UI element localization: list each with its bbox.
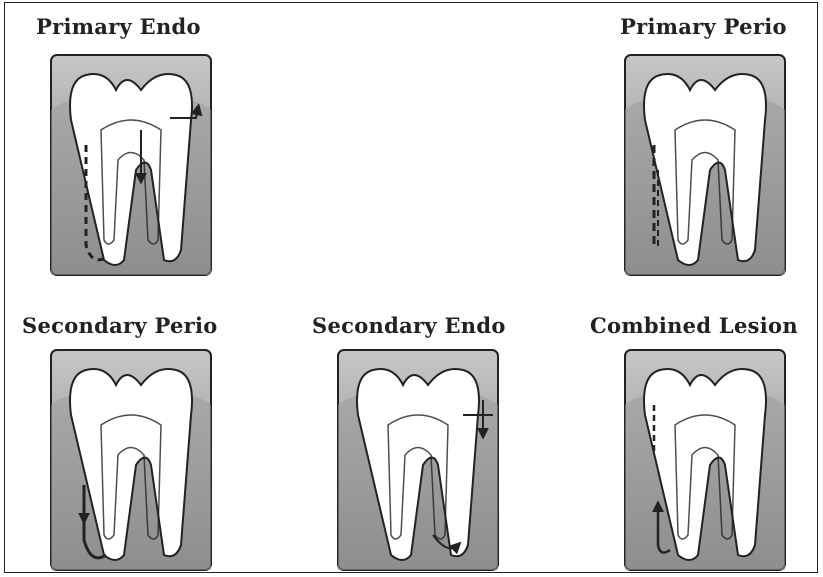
label-primary-perio: Primary Perio xyxy=(620,14,787,39)
panel-secondary-perio xyxy=(46,345,216,575)
panel-combined-lesion xyxy=(620,345,790,575)
panel-secondary-endo xyxy=(333,345,503,575)
label-combined-lesion: Combined Lesion xyxy=(590,313,798,338)
label-secondary-perio: Secondary Perio xyxy=(22,313,218,338)
label-secondary-endo: Secondary Endo xyxy=(312,313,506,338)
label-primary-endo: Primary Endo xyxy=(36,14,201,39)
panel-primary-endo xyxy=(46,50,216,280)
panel-primary-perio xyxy=(620,50,790,280)
